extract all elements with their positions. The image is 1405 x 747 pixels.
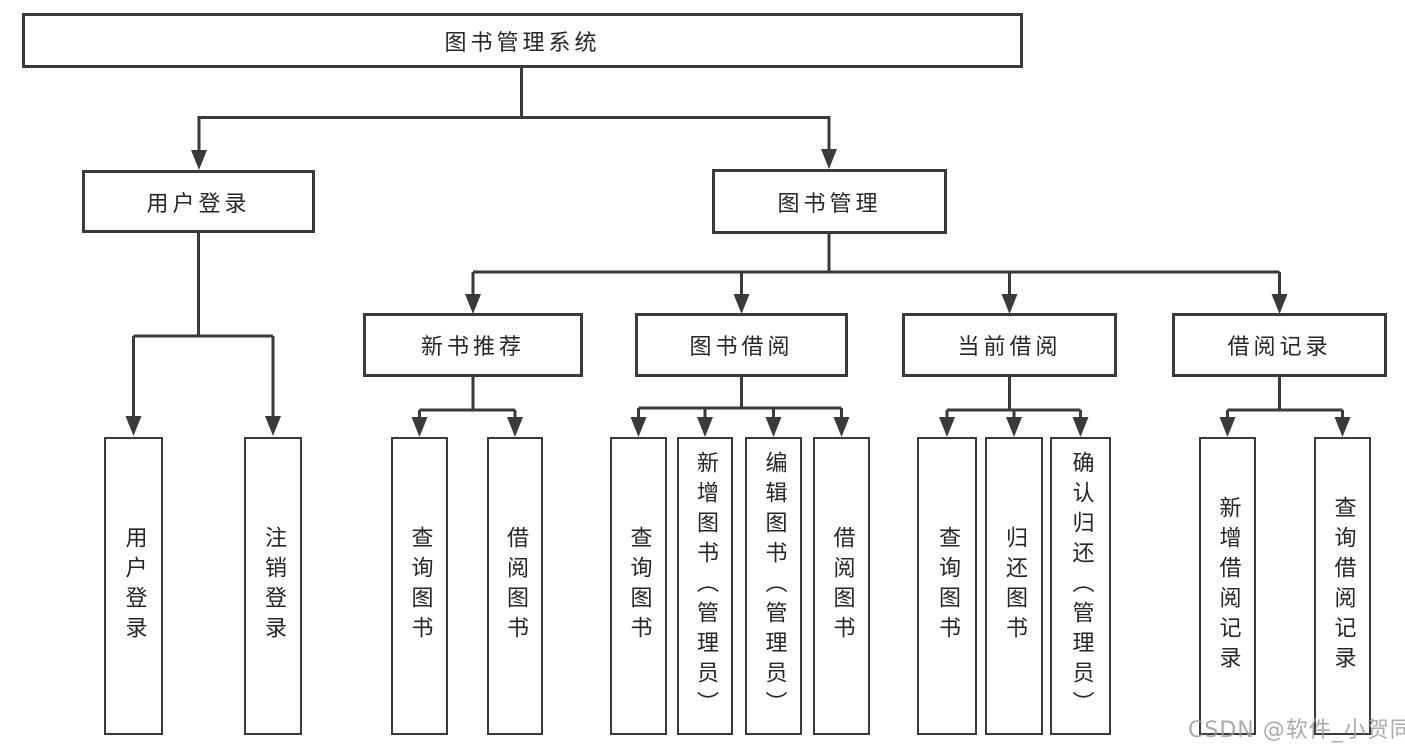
leaf-label: 新增图书（管理员） (693, 451, 718, 721)
leaf-user-login: 用户登录 (104, 437, 163, 735)
csdn-watermark: CSDN @软件_小贺同学 (1188, 718, 1405, 743)
node-label: 借阅记录 (1227, 335, 1332, 360)
node-label: 当前借阅 (957, 335, 1062, 360)
node-library-system-root: 图书管理系统 (22, 13, 1023, 68)
leaf-current-confirm-return-admin: 确认归还（管理员） (1050, 437, 1111, 735)
leaf-label: 新增借阅记录 (1215, 496, 1241, 676)
leaf-label: 查询图书 (407, 526, 433, 646)
node-label: 图书管理系统 (444, 30, 601, 56)
node-user-login: 用户登录 (82, 170, 315, 233)
leaf-current-query-books: 查询图书 (917, 437, 977, 735)
leaf-borrowing-edit-books-admin: 编辑图书（管理员） (745, 437, 802, 735)
node-label: 新书推荐 (420, 335, 525, 360)
node-label: 图书管理 (777, 191, 882, 217)
leaf-label: 确认归还（管理员） (1068, 451, 1094, 721)
node-label: 用户登录 (146, 191, 251, 217)
leaf-label: 用户登录 (121, 526, 147, 646)
node-new-book-recommend: 新书推荐 (363, 313, 583, 377)
leaf-current-return-books: 归还图书 (985, 437, 1043, 735)
node-label: 图书借阅 (689, 335, 794, 360)
leaf-label: 借阅图书 (829, 526, 855, 646)
leaf-logout: 注销登录 (244, 437, 302, 735)
node-book-borrowing: 图书借阅 (635, 313, 848, 377)
leaf-label: 查询借阅记录 (1330, 496, 1356, 676)
leaf-records-query-record: 查询借阅记录 (1314, 437, 1371, 735)
node-current-borrowing: 当前借阅 (902, 313, 1117, 377)
node-borrowing-records: 借阅记录 (1172, 313, 1387, 377)
leaf-label: 借阅图书 (503, 526, 528, 646)
leaf-label: 归还图书 (1002, 526, 1027, 646)
leaf-borrowing-add-books-admin: 新增图书（管理员） (677, 437, 733, 735)
leaf-borrowing-borrow-books: 借阅图书 (813, 437, 870, 735)
leaf-label: 编辑图书（管理员） (761, 451, 787, 721)
leaf-label: 查询图书 (935, 526, 960, 646)
leaf-label: 查询图书 (626, 526, 652, 646)
leaf-label: 注销登录 (261, 526, 286, 646)
leaf-borrowing-query-books: 查询图书 (610, 437, 667, 735)
node-book-management: 图书管理 (712, 169, 947, 234)
leaf-recommend-query-books: 查询图书 (391, 437, 448, 735)
leaf-records-add-record: 新增借阅记录 (1199, 437, 1256, 735)
leaf-recommend-borrow-books: 借阅图书 (487, 437, 543, 735)
